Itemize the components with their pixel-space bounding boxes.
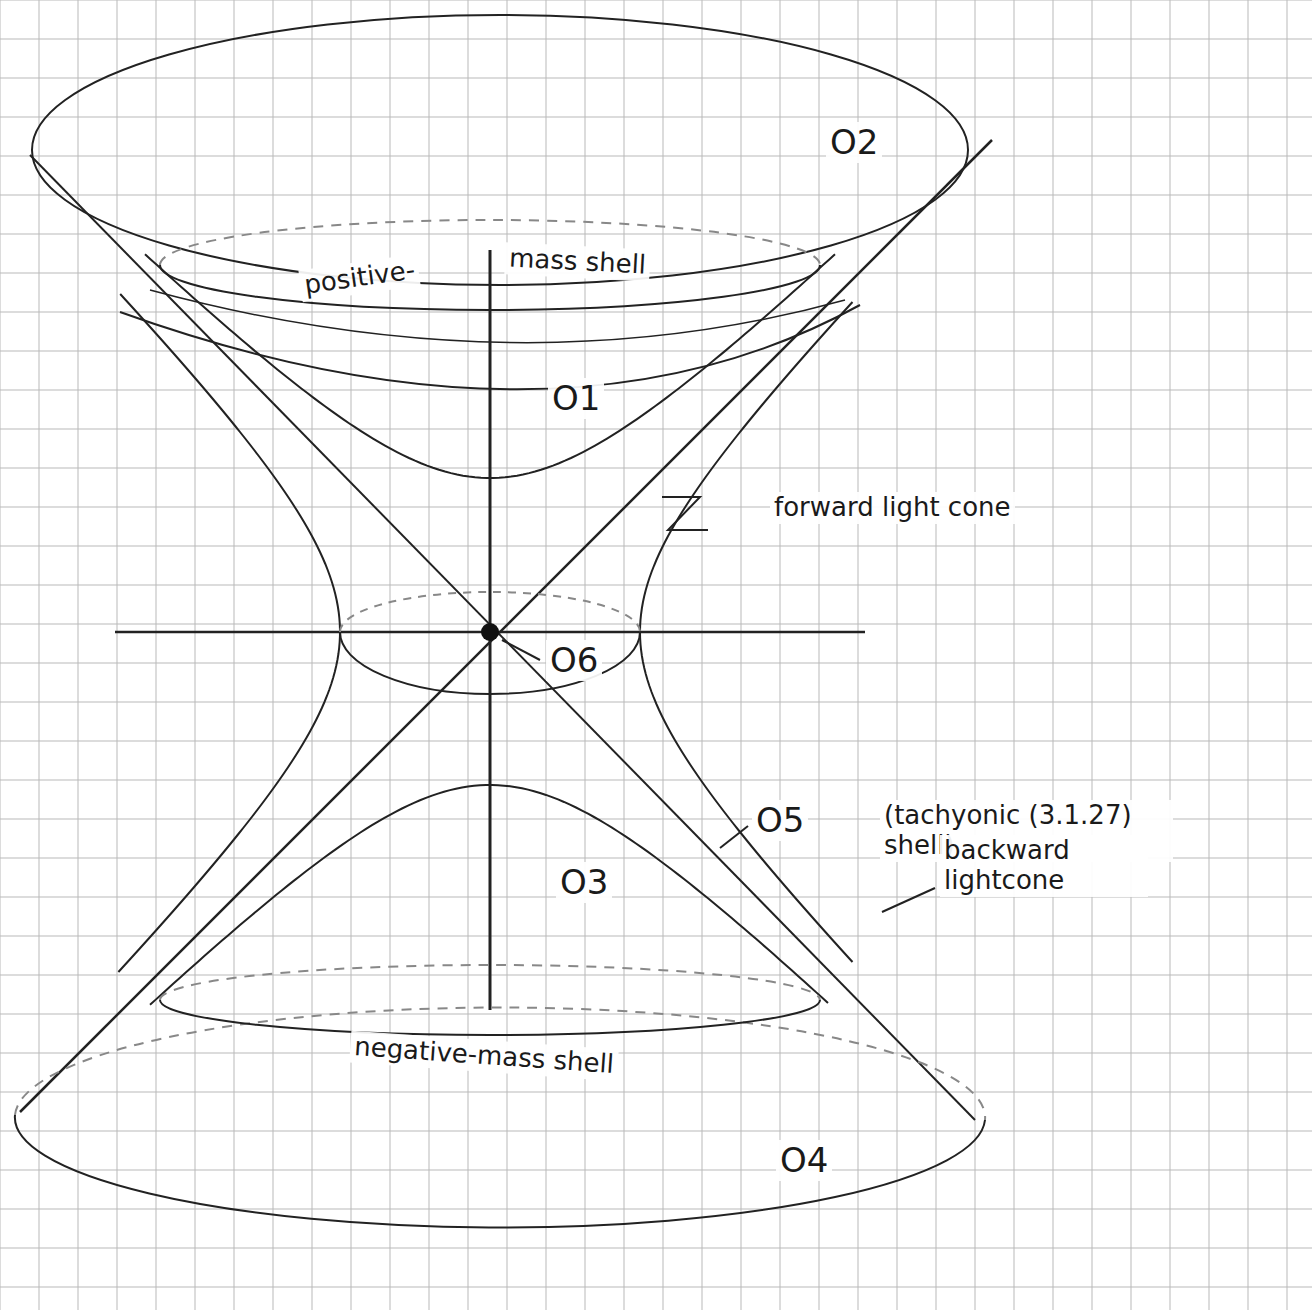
origin-point xyxy=(481,623,499,641)
mass-shell-cap xyxy=(160,220,820,265)
light-cone-cap xyxy=(15,1008,985,1120)
orbit-label: O2 xyxy=(826,122,882,163)
leader-line xyxy=(662,497,708,530)
orbit-curve xyxy=(150,290,845,343)
cone-label: forward light cone xyxy=(770,492,1015,524)
orbit-label: O3 xyxy=(556,862,612,903)
leader-line xyxy=(502,640,540,660)
leader-line xyxy=(882,888,935,912)
tachyonic-shell xyxy=(118,294,340,972)
positive-mass-shell xyxy=(145,254,835,478)
orbit-curve xyxy=(120,305,860,389)
orbit-label: O5 xyxy=(752,800,808,841)
shell-label: positive- xyxy=(298,254,421,302)
backward-light-cone-line xyxy=(30,155,975,1120)
mass-shell-cap xyxy=(160,265,820,310)
light-cone-cap xyxy=(15,1115,985,1227)
orbit-label: O1 xyxy=(548,378,604,419)
mass-shell-cap xyxy=(160,1000,820,1035)
light-cone-cap xyxy=(32,15,968,285)
orbit-label: O6 xyxy=(546,640,602,681)
mass-shell-cap xyxy=(160,965,820,1000)
tachyonic-waist xyxy=(340,632,640,694)
leader-line xyxy=(720,826,748,848)
tachyonic-shell xyxy=(640,302,852,962)
cone-label: backward lightcone xyxy=(940,835,1148,897)
orbit-label: O4 xyxy=(776,1140,832,1181)
shell-label: mass shell xyxy=(504,242,651,281)
